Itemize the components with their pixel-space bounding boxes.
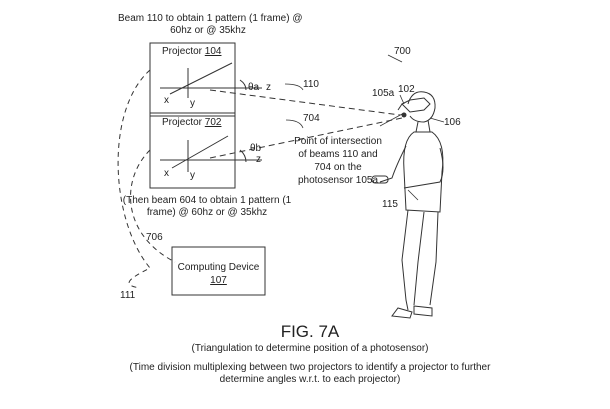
axis-y-104: y bbox=[190, 98, 195, 109]
axis-z-104: z bbox=[266, 82, 271, 93]
angle-arc-a bbox=[239, 79, 247, 91]
beam-604-note: (Then beam 604 to obtain 1 pattern (1 fr… bbox=[122, 195, 292, 218]
projector-702-ref: 702 bbox=[204, 117, 222, 128]
user-figure bbox=[371, 91, 444, 319]
ref-110: 110 bbox=[303, 79, 319, 90]
projector-104-ref: 104 bbox=[204, 46, 222, 57]
connector-111 bbox=[117, 69, 151, 289]
angle-theta-b: θb bbox=[250, 143, 262, 154]
ref-700: 700 bbox=[394, 46, 411, 57]
beam-704 bbox=[209, 117, 403, 159]
figure-caption-1: (Triangulation to determine position of … bbox=[191, 343, 429, 354]
axis-x-104: x bbox=[164, 95, 169, 106]
ref-706: 706 bbox=[146, 232, 163, 243]
axis-z-702: z bbox=[256, 154, 261, 165]
axis-y-702: y bbox=[190, 170, 195, 181]
ref-111: 111 bbox=[120, 290, 136, 301]
ref-115: 115 bbox=[382, 199, 398, 210]
computing-device-ref: 107 bbox=[210, 275, 227, 286]
ref-105a: 105a bbox=[372, 88, 395, 99]
figure-caption-2-line1: (Time division multiplexing between two … bbox=[129, 362, 491, 373]
projector-702-label: Projector 702 bbox=[162, 117, 222, 128]
figure-title: FIG. 7A bbox=[280, 322, 340, 341]
projector-104-label: Projector 104 bbox=[162, 46, 222, 57]
angle-arc-b bbox=[239, 149, 247, 163]
computing-device-box bbox=[171, 246, 266, 296]
projector-104-axes bbox=[160, 62, 262, 98]
ref-106: 106 bbox=[444, 117, 461, 128]
intersection-note: Point of intersection of beams 110 and 7… bbox=[294, 136, 382, 186]
beam-110-note-line2: 60hz or @ 35khz bbox=[170, 25, 246, 36]
ref-704: 704 bbox=[303, 113, 320, 124]
beam-110-note: Beam 110 to obtain 1 pattern (1 frame) @… bbox=[118, 13, 303, 37]
axis-x-702: x bbox=[164, 168, 169, 179]
projector-702-axes bbox=[160, 135, 262, 172]
beam-110-note-line1: Beam 110 to obtain 1 pattern (1 frame) @ bbox=[118, 13, 303, 24]
photosensor-105a bbox=[401, 112, 407, 118]
figure-caption-2-line2: determine angles w.r.t. to each projecto… bbox=[219, 374, 401, 385]
angle-theta-a: θa bbox=[248, 82, 260, 93]
ref-102: 102 bbox=[398, 84, 415, 95]
computing-device-label: Computing Device bbox=[177, 262, 260, 273]
beam-110 bbox=[209, 89, 401, 116]
